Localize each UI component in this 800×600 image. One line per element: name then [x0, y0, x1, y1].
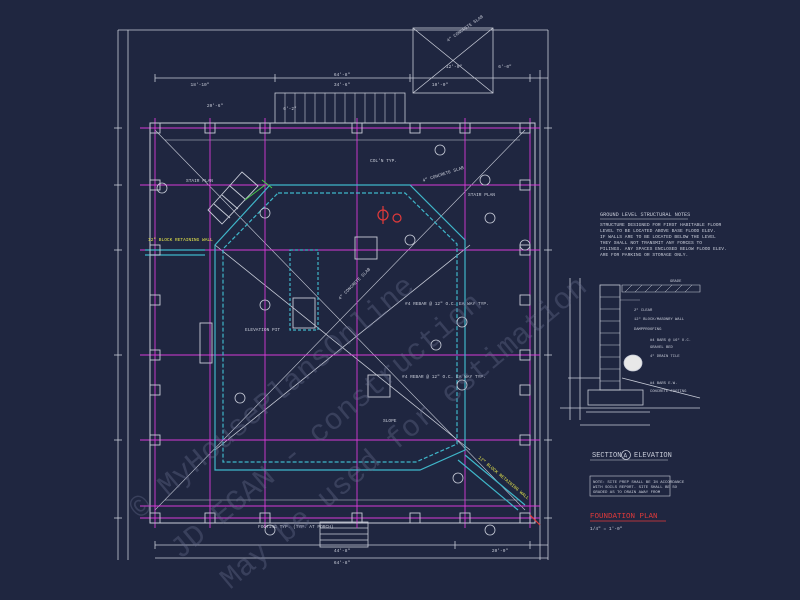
- notes-line-6: ARE FOR PARKING OR STORAGE ONLY.: [600, 252, 688, 258]
- dim-top-b: 6'-2": [283, 106, 297, 112]
- section-marker: A: [624, 453, 628, 460]
- label-stair-right: STAIR PLAN: [468, 192, 495, 198]
- callout-clear: 2" CLEAR: [634, 308, 653, 313]
- column-markers: [156, 144, 531, 536]
- dim-bottom-overall: 64'-8": [334, 560, 351, 566]
- foundation-plan: [114, 27, 552, 560]
- verify-note-line-1: NOTE: SITE PREP SHALL BE IN ACCORDANCE: [593, 481, 685, 485]
- section-title-text: SECTION: [592, 452, 621, 460]
- plan-title-block: FOUNDATION PLAN 1/4" = 1'-0": [590, 513, 666, 532]
- dim-top-left: 18'-10": [191, 82, 210, 88]
- notes-line-3: IF WALLS ARE TO BE LOCATED BELOW THE LEV…: [600, 234, 716, 240]
- callout-grade: GRADE: [670, 280, 682, 284]
- red-markers: [377, 206, 541, 526]
- notes-line-2: LEVEL TO BE LOCATED ABOVE BASE FLOOD ELE…: [600, 228, 716, 234]
- plan-title: FOUNDATION PLAN: [590, 513, 658, 521]
- dimension-text: 64'-8" 34'-6" 18'-10" 20'-6" 6'-2" 10'-0…: [191, 64, 512, 566]
- callout-bars: #4 BARS @ 16" O.C.: [650, 338, 691, 343]
- label-stair-left: STAIR PLAN: [186, 178, 213, 184]
- label-footing-bottom: FOOTING TYP. (TYP. AT PORCH): [258, 524, 334, 530]
- grade-hatch: [624, 284, 693, 293]
- callout-bars-ew: #4 BARS E.W.: [650, 382, 677, 386]
- footing-pads: [149, 122, 531, 524]
- section-title: SECTION A ELEVATION: [590, 450, 672, 461]
- notes-line-5: PILINGS. ANY SPACES ENCLOSED BELOW FLOOD…: [600, 246, 727, 252]
- callout-footing: CONCRETE FOOTING: [650, 390, 687, 394]
- plan-scale: 1/4" = 1'-0": [590, 526, 623, 532]
- notes-line-1: STRUCTURE DESIGNED FOR FIRST HABITABLE F…: [600, 222, 722, 228]
- dim-bottom-right: 20'-0": [492, 548, 509, 554]
- callout-dampproofing: DAMPPROOFING: [634, 328, 662, 332]
- verify-note: NOTE: SITE PREP SHALL BE IN ACCORDANCE W…: [589, 475, 685, 497]
- dim-top-sub: 34'-6": [334, 82, 351, 88]
- verify-note-line-3: GRADED AS TO DRAIN AWAY FROM: [593, 491, 661, 495]
- label-elevation-pit: ELEVATION PIT: [245, 327, 280, 333]
- foundation-outline: [145, 184, 526, 511]
- section-suffix: ELEVATION: [634, 452, 672, 460]
- section-detail: [560, 278, 701, 426]
- dim-bottom-sub: 44'-8": [334, 548, 351, 554]
- label-rebar-2: #4 REBAR @ 12" O.C. EA WAY TYP.: [402, 374, 486, 380]
- structural-notes: GROUND LEVEL STRUCTURAL NOTES STRUCTURE …: [600, 212, 727, 258]
- dim-top-d: 6'-0": [498, 64, 512, 70]
- label-col-typ: COL'N TYP.: [370, 158, 397, 164]
- left-stair: [207, 171, 273, 225]
- notes-line-4: THEY SHALL NOT TRANSMIT ANY FORCES TO: [600, 240, 702, 246]
- dim-top-c: 10'-0": [432, 82, 449, 88]
- porch-stripes: [284, 93, 396, 123]
- callout-gravel: GRAVEL BED: [650, 346, 674, 350]
- dim-top-overall: 64'-8": [334, 72, 351, 78]
- label-slope: SLOPE: [383, 418, 397, 424]
- dim-top-a: 20'-6": [207, 103, 224, 109]
- label-rebar-1: #4 REBAR @ 12" O.C. EA WAY TYP.: [405, 301, 489, 307]
- dim-top-e: 12'-0": [446, 64, 463, 70]
- callout-block-wall: 12" BLOCK/MASONRY WALL: [634, 317, 685, 322]
- label-retaining-wall-left: 12" BLOCK RETAINING WALL: [148, 237, 213, 243]
- section-callouts: GRADE 2" CLEAR 12" BLOCK/MASONRY WALL DA…: [634, 280, 691, 394]
- verify-note-line-2: WITH SOILS REPORT. SITE SHALL BE SO: [593, 486, 678, 490]
- callout-drain: 4" DRAIN TILE: [650, 354, 680, 359]
- dimension-ticks: [114, 74, 552, 549]
- notes-title: GROUND LEVEL STRUCTURAL NOTES: [600, 212, 690, 218]
